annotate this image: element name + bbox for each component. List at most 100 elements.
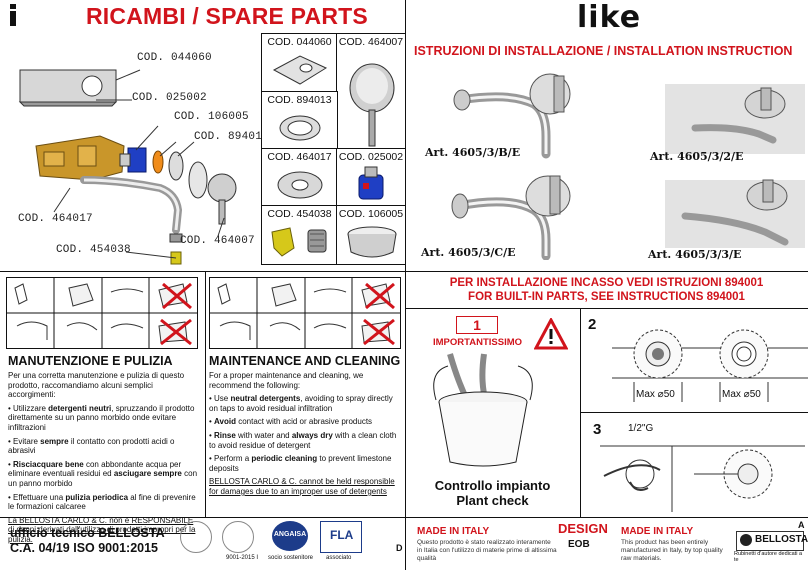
maintenance-it-b4: • Effettuare una pulizia periodica al fi… (8, 492, 196, 512)
importante-label: IMPORTANTISSIMO (433, 337, 523, 348)
page-title: RICAMBI / SPARE PARTS (86, 3, 368, 29)
b1-post: , spruzzando il prodotto direttamente su… (8, 403, 195, 432)
code-106005: COD. 106005 (174, 111, 249, 123)
b1-post: , avoiding to spray directly on taps to … (209, 394, 393, 413)
maintenance-it-b2: • Evitare sempre il contatto con prodott… (8, 436, 175, 456)
article-4605-3-b-e: Art. 4605/3/B/E (425, 146, 521, 159)
part-cell-106005: COD. 106005 (336, 205, 406, 265)
maintenance-en: MAINTENANCE AND CLEANING For a proper ma… (209, 354, 401, 501)
maintenance-icons-en (209, 277, 401, 349)
fla-label: FLA (330, 528, 354, 542)
maintenance-icons-it (6, 277, 198, 349)
max-diameter-1: Max ⌀50 (636, 389, 675, 400)
max-diameter-2: Max ⌀50 (722, 389, 761, 400)
exploded-view (0, 30, 262, 270)
code-044060: COD. 044060 (137, 52, 212, 64)
b2-pre: Evitare (13, 436, 41, 446)
page-letter-d: D (396, 543, 403, 553)
thread-size: 1/2"G (628, 423, 654, 434)
cert-logo-2 (222, 521, 254, 553)
maintenance-it-b3: • Risciacquare bene con abbondante acqua… (8, 459, 198, 488)
step-3-number: 3 (593, 421, 602, 438)
b4-post: to prevent limestone deposits (209, 454, 392, 473)
b4-bold: periodic cleaning (251, 454, 318, 464)
part-label: COD. 464007 (338, 36, 404, 48)
product-image-1 (450, 70, 580, 160)
bellosta-name: BELLOSTA (755, 534, 808, 545)
step-2-diagram (612, 318, 808, 410)
aerator-key-icon (271, 227, 327, 257)
cert-logo-1 (180, 521, 212, 553)
angaisa-label: ANGAISA (273, 531, 307, 538)
part-label: COD. 025002 (338, 151, 404, 163)
product-image-3 (450, 170, 580, 261)
cartridge-icon (358, 166, 384, 200)
right-divider (405, 271, 808, 272)
warning-icon (533, 316, 569, 350)
b2-bold: Avoid (214, 417, 236, 427)
plant-check: Controllo impianto Plant check (405, 478, 580, 508)
part-cell-894013: COD. 894013 (261, 91, 338, 150)
bellosta-tagline: Rubinetti d'autore dedicati a te (734, 551, 803, 563)
part-cell-025002: COD. 025002 (336, 148, 406, 207)
maintenance-it-disclaimer: La BELLOSTA CARLO & C. non è RESPONSABIL… (8, 515, 196, 544)
brand-logo: like (577, 0, 642, 35)
maintenance-en-b4: • Perform a periodic cleaning to prevent… (209, 454, 392, 473)
maintenance-en-disclaimer: BELLOSTA CARLO & C. cannot be held respo… (209, 477, 395, 496)
part-label: COD. 894013 (267, 94, 332, 106)
product-image-2 (665, 74, 805, 164)
maintenance-en-heading: MAINTENANCE AND CLEANING (209, 354, 401, 368)
design-sub: EOB (568, 539, 590, 550)
tech-office-ca: C.A. 04/19 ISO 9001:2015 (10, 541, 159, 555)
made-in-italy-it: MADE IN ITALY (417, 526, 490, 537)
footer-divider-left (0, 517, 405, 518)
maintenance-it-heading: MANUTENZIONE E PULIZIA (8, 354, 173, 368)
b3-bold2: asciugare sempre (113, 469, 182, 479)
article-4605-3-2-e: Art. 4605/3/2/E (650, 150, 744, 163)
center-divider (405, 0, 406, 570)
step-divider-h (580, 412, 808, 413)
b3-mid: with water and (235, 430, 292, 440)
maint-divider (205, 271, 206, 517)
bucket-image (428, 352, 538, 470)
maintenance-en-b1: • Use neutral detergents, avoiding to sp… (209, 394, 393, 413)
b3-bold1: Risciacquare bene (13, 459, 84, 469)
part-label: COD. 044060 (267, 36, 332, 48)
plant-check-en: Plant check (456, 493, 529, 508)
builtin-notice: PER INSTALLAZIONE INCASSO VEDI ISTRUZION… (405, 276, 808, 304)
cert-socio: socio sostenitore (268, 555, 314, 561)
cover-ring-icon (347, 226, 397, 258)
b2-post: contact with acid or abrasive products (235, 417, 373, 427)
b4-pre: Perform a (214, 454, 252, 464)
info-icon (6, 4, 20, 26)
made-in-italy-en: MADE IN ITALY (621, 526, 694, 537)
article-4605-3-c-e: Art. 4605/3/C/E (421, 246, 516, 259)
ring-icon (279, 115, 321, 141)
code-454038: COD. 454038 (56, 244, 131, 256)
made-in-italy-en-text: This product has been entirely manufactu… (621, 539, 723, 562)
b1-pre: Use (214, 394, 231, 404)
left-divider (0, 271, 405, 272)
maintenance-it-b1: • Utilizzare detergenti neutri, spruzzan… (8, 403, 195, 432)
b2-post: il contatto con prodotti acidi o abrasiv… (8, 436, 175, 456)
b4-post: al fine di prevenire le formazioni calca… (8, 492, 196, 512)
tech-office: ufficio tecnico BELLOSTA C.A. 04/19 ISO … (10, 526, 165, 556)
builtin-notice-en: FOR BUILT-IN PARTS, SEE INSTRUCTIONS 894… (468, 291, 745, 303)
step-1-label: 1 (473, 317, 481, 333)
bellosta-logo: BELLOSTA (736, 531, 808, 551)
step-3-diagram (600, 436, 805, 514)
rosette-icon (277, 171, 323, 199)
design-label: DESIGN (558, 521, 608, 536)
cert-associato: associato (326, 555, 352, 561)
part-cell-464007: COD. 464007 (336, 33, 406, 159)
tech-office-name: ufficio tecnico BELLOSTA (10, 526, 165, 540)
install-title: ISTRUZIONI DI INSTALLAZIONE / INSTALLATI… (414, 44, 793, 58)
handle-icon (349, 63, 395, 147)
part-cell-044060: COD. 044060 (261, 33, 338, 93)
b3-bold1: Rinse (214, 430, 236, 440)
b1-bold: neutral detergents (230, 394, 301, 404)
maintenance-it-intro: Per una corretta manutenzione e pulizia … (8, 371, 185, 400)
b3-mid: con abbondante acqua per eliminare event… (8, 459, 182, 479)
maintenance-it: MANUTENZIONE E PULIZIA Per una corretta … (8, 354, 200, 549)
